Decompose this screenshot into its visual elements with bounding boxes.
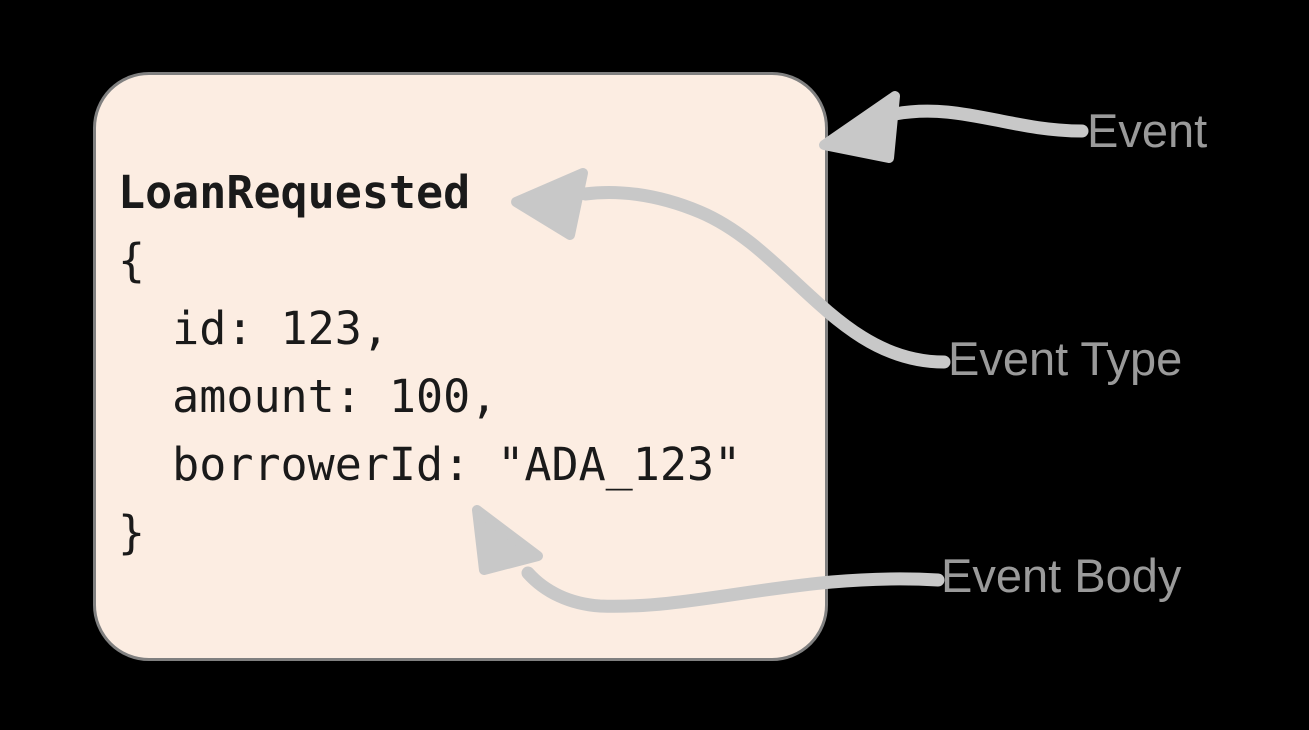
event-card: LoanRequested { id: 123, amount: 100, bo…: [93, 72, 828, 661]
event-code-block: LoanRequested { id: 123, amount: 100, bo…: [118, 159, 741, 567]
event-connector-line: [888, 104, 1089, 138]
event-type-text: LoanRequested: [118, 166, 471, 219]
event-arrow-head-icon: [819, 91, 900, 163]
callout-label-event-type: Event Type: [948, 332, 1183, 385]
event-body-text: { id: 123, amount: 100, borrowerId: "ADA…: [118, 234, 742, 559]
callout-label-event: Event: [1087, 104, 1208, 157]
callout-label-event-body: Event Body: [941, 549, 1182, 602]
